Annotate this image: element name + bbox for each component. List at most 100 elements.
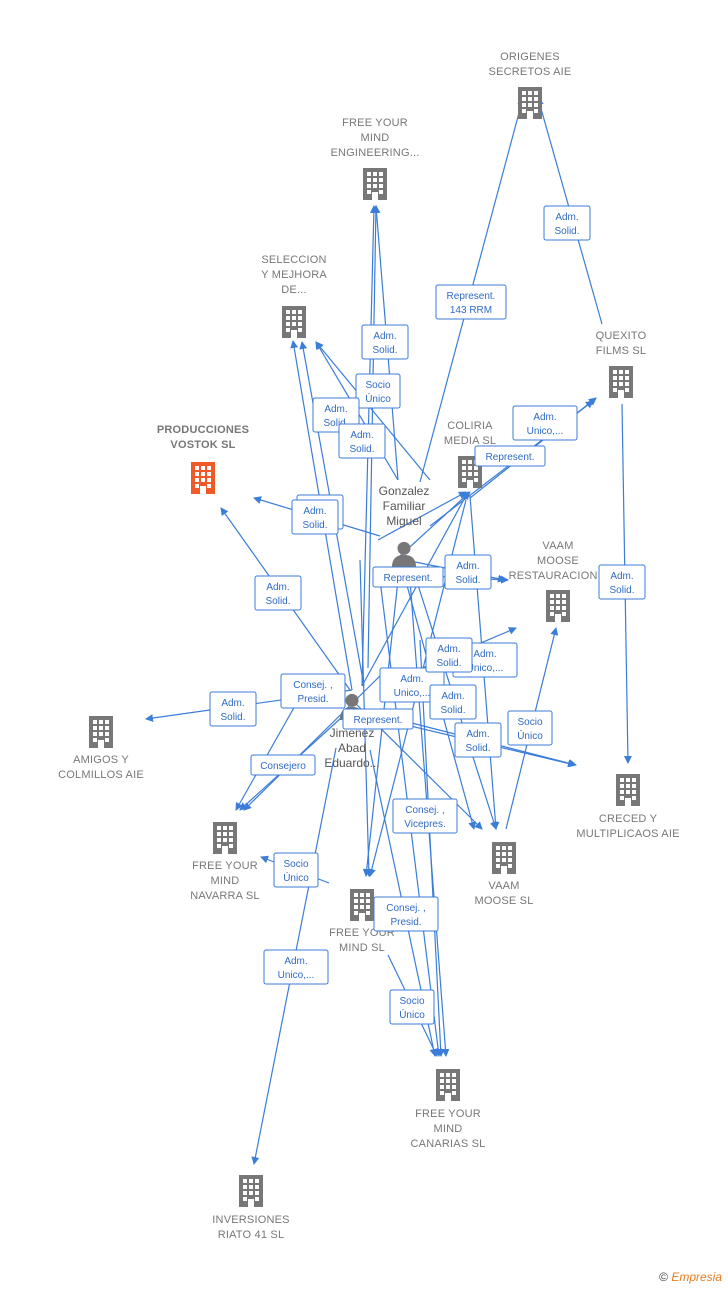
- relation-label-text: 143 RRM: [450, 305, 492, 316]
- company-label: COLIRIA: [447, 420, 493, 432]
- building-icon: [609, 366, 633, 398]
- person-label: Eduardo...: [324, 756, 379, 770]
- company-label: PRODUCCIONES: [157, 424, 249, 436]
- relation-label-text: Solid.: [436, 658, 461, 669]
- relation-label-text: Único: [365, 392, 391, 405]
- relation-label-box: [254, 575, 302, 611]
- company-label: MEDIA SL: [444, 435, 496, 447]
- relation-label: Represent.: [372, 566, 444, 588]
- company-label: INVERSIONES: [212, 1214, 289, 1226]
- relation-label-text: Unico,...: [467, 663, 504, 674]
- relation-label-text: Adm.: [456, 561, 479, 572]
- relation-label: Adm.Solid.: [425, 637, 473, 673]
- relation-label-text: Socio: [365, 380, 390, 391]
- company-node-coliria[interactable]: COLIRIA MEDIA SL: [444, 420, 496, 488]
- relation-label-box: [361, 324, 409, 360]
- company-label: MOOSE SL: [474, 895, 533, 907]
- relation-label-box: [291, 499, 339, 535]
- relation-label-text: Socio: [517, 717, 542, 728]
- relation-label-box: [355, 373, 401, 409]
- company-label: ORIGENES: [500, 51, 560, 63]
- relation-label: Represent. 143 RRM: [435, 284, 507, 320]
- relation-label-text: Consejero: [260, 761, 306, 772]
- relation-label-text: Único: [517, 729, 543, 742]
- relation-label-box: [512, 405, 578, 441]
- company-label: MIND SL: [339, 942, 385, 954]
- relation-label-text: Solid.: [372, 345, 397, 356]
- company-node-vaam_rest[interactable]: VAAMMOOSERESTAURACION...: [509, 540, 608, 622]
- relation-label-text: Consej. ,: [386, 903, 425, 914]
- relation-label: Adm.Solid.: [291, 499, 339, 535]
- relation-label-text: Unico,...: [394, 688, 431, 699]
- relation-label: Adm.Solid.: [338, 423, 386, 459]
- company-label: FREE YOUR: [415, 1108, 481, 1120]
- relation-label-box: [373, 896, 439, 932]
- person-label: Miguel: [386, 514, 421, 528]
- relation-label-text: Socio: [283, 859, 308, 870]
- relation-label-box: [372, 566, 444, 588]
- company-label: CANARIAS SL: [411, 1138, 486, 1150]
- person-label: Familiar: [383, 499, 426, 513]
- relation-label-text: Presid.: [297, 694, 328, 705]
- relation-label-box: [507, 710, 553, 746]
- relation-label-text: Consej. ,: [405, 805, 444, 816]
- company-label: AMIGOS Y: [73, 754, 129, 766]
- relation-label-text: Represent.: [384, 573, 433, 584]
- relation-edge: [377, 491, 467, 541]
- footer-branding: © Empresia: [659, 1270, 722, 1284]
- relation-label: Adm.Solid.: [209, 691, 257, 727]
- relation-edge: [243, 669, 387, 811]
- relation-label: Consej. , Vicepres.: [392, 798, 458, 834]
- building-icon: [363, 168, 387, 200]
- relation-label: Consej. , Presid.: [373, 896, 439, 932]
- company-label: FREE YOUR: [342, 117, 408, 129]
- relation-label-text: Adm.: [324, 404, 347, 415]
- relation-label: Adm. Solid.: [444, 554, 492, 590]
- relation-label-text: Único: [283, 871, 309, 884]
- relation-label-box: [273, 852, 319, 888]
- company-label: MULTIPLICAOS AIE: [576, 828, 679, 840]
- relation-label-box: [543, 205, 591, 241]
- company-node-fym_canarias[interactable]: FREE YOUR MIND CANARIAS SL: [411, 1069, 486, 1150]
- relation-label-text: Adm.: [400, 674, 423, 685]
- relation-label-text: Presid.: [390, 917, 421, 928]
- company-label: MIND: [434, 1123, 463, 1135]
- relation-label-text: Unico,...: [527, 426, 564, 437]
- relation-label-text: Socio: [399, 996, 424, 1007]
- company-label: MIND: [361, 132, 390, 144]
- person-label: Abad: [338, 741, 366, 755]
- relation-label: Represent.: [474, 445, 546, 467]
- person-node-jimenez[interactable]: JimenezAbadEduardo...: [324, 693, 380, 770]
- relation-label-text: Represent.: [447, 291, 496, 302]
- relation-label-text: Solid.: [465, 743, 490, 754]
- relation-label-box: [209, 691, 257, 727]
- relation-label-box: [250, 754, 316, 776]
- relation-label-text: Adm.: [373, 331, 396, 342]
- relation-label: Adm.Solid.: [254, 575, 302, 611]
- relation-label-box: [474, 445, 546, 467]
- relation-edge: [399, 491, 471, 557]
- company-label: VAAM: [542, 540, 573, 552]
- relation-label-text: Solid.: [455, 575, 480, 586]
- relation-label-text: Vicepres.: [404, 819, 446, 830]
- relation-edge: [315, 341, 431, 481]
- relation-label-text: Adm.: [473, 649, 496, 660]
- company-node-fym_eng[interactable]: FREE YOURMINDENGINEERING...: [331, 117, 420, 200]
- company-node-inversiones[interactable]: INVERSIONES RIATO 41 SL: [212, 1175, 289, 1241]
- person-label: Gonzalez: [379, 484, 430, 498]
- company-label: RIATO 41 SL: [218, 1229, 285, 1241]
